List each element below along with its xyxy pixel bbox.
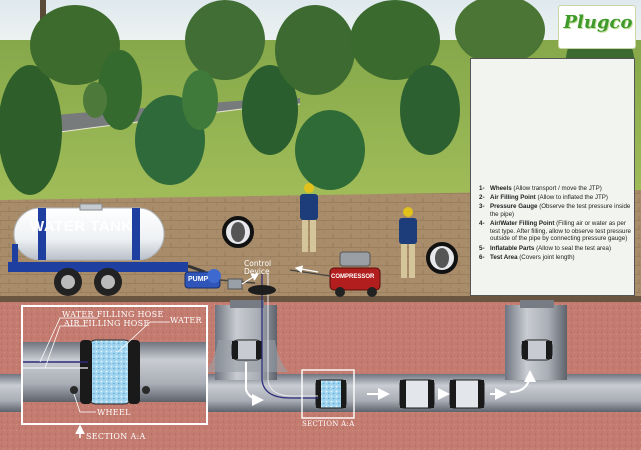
section-aa-label: SECTION A:A <box>302 420 355 428</box>
legend-item: 1- Wheels (Allow transport / move the JTP… <box>479 185 633 193</box>
manhole-opening <box>248 285 276 295</box>
air-filling-hose-label: AIR FILLING HOSE <box>64 319 150 328</box>
jtp-ground-1 <box>222 216 254 248</box>
legend-item-description: (Covers joint length) <box>517 253 575 261</box>
jtp-in-shaft-left <box>231 339 263 361</box>
legend-item-title: Inflatable Parts <box>490 244 535 252</box>
worker-1 <box>300 183 318 252</box>
legend-item: 4- Air/Water Filling Point (Filling air o… <box>479 220 633 243</box>
water-label: WATER <box>170 316 202 325</box>
legend-item-title: Pressure Gauge <box>490 203 538 211</box>
legend-list: 1- Wheels (Allow transport / move the JTP… <box>479 185 633 263</box>
worker-2 <box>399 207 417 278</box>
jtp-pipe-2 <box>449 379 485 409</box>
legend-item-number: 6- <box>479 253 485 261</box>
trees <box>0 0 635 195</box>
legend-panel: 1- Wheels (Allow transport / move the JTP… <box>470 58 635 296</box>
legend-item-title: Test Area <box>490 253 518 261</box>
compressor <box>289 251 381 297</box>
legend-item-description: (Filling air or water as per test type. … <box>490 220 632 243</box>
water-tank-label: WATER TANK <box>30 218 133 235</box>
water-filling-hose-label: WATER FILLING HOSE <box>62 310 164 319</box>
jtp-in-shaft-right <box>521 339 553 361</box>
legend-item-description: (Allow to inflated the JTP) <box>535 194 608 202</box>
legend-item-title: Air Filling Point <box>490 194 536 202</box>
jtp-ground-2 <box>426 242 458 274</box>
control-device <box>227 273 260 290</box>
legend-item-title: Wheels <box>490 185 512 192</box>
section-aa-frame <box>301 369 355 419</box>
pump <box>184 269 256 289</box>
plugco-logo: Plugco <box>558 5 636 49</box>
section-detail-inset <box>21 305 208 425</box>
legend-item: 5- Inflatable Parts (Allow to seal the te… <box>479 245 633 253</box>
legend-item-description: (Observe the test pressure inside the pi… <box>490 203 631 218</box>
legend-item-number: 1- <box>479 185 485 192</box>
control-device-label: Control Device <box>244 259 272 276</box>
legend-item: 6- Test Area (Covers joint length) <box>479 254 633 262</box>
legend-item-number: 2- <box>479 194 485 202</box>
legend-item-description: (Allow transport / move the JTP) <box>511 185 602 192</box>
pump-label: PUMP <box>188 276 209 283</box>
jtp-pipe-1 <box>399 379 435 409</box>
legend-item: 2- Air Filling Point (Allow to inflated t… <box>479 194 633 202</box>
logo-text: Plugco <box>563 12 633 33</box>
legend-item-number: 3- <box>479 203 485 211</box>
legend-item: 3- Pressure Gauge (Observe the test press… <box>479 203 633 218</box>
wheel-label: WHEEL <box>97 408 131 417</box>
flow-arrows <box>245 362 536 406</box>
compressor-label: COMPRESSOR <box>331 274 375 280</box>
legend-item-number: 5- <box>479 244 485 252</box>
section-aa-arrow-label: SECTION A:A <box>86 432 146 441</box>
legend-item-title: Air/Water Filling Point <box>490 220 555 228</box>
jtp-section-aa <box>315 379 347 409</box>
legend-item-description: (Allow to seal the test area) <box>534 244 612 252</box>
water-tank-trailer <box>8 203 206 296</box>
legend-item-number: 4- <box>479 220 485 228</box>
hoses <box>261 274 318 399</box>
